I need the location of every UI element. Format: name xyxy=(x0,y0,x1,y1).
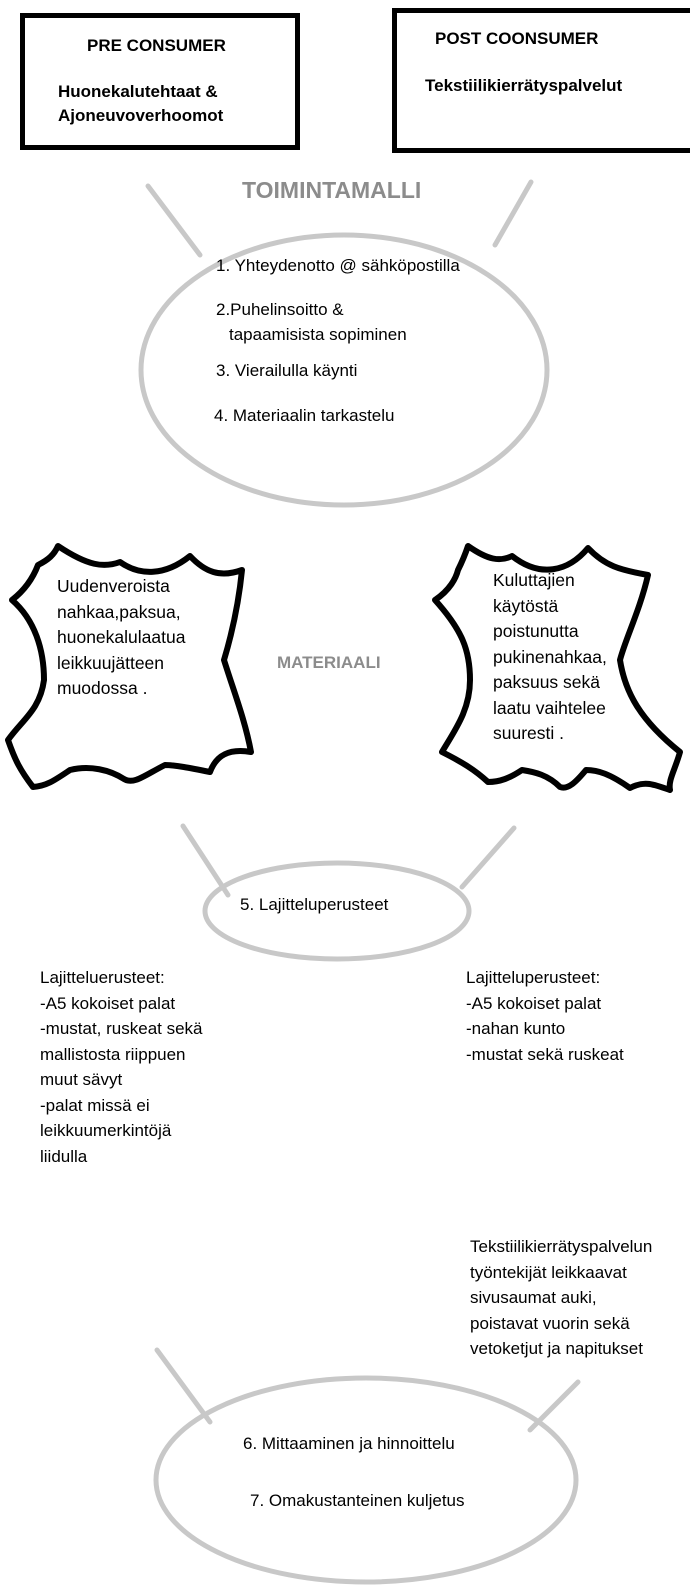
connector-pre-to-toimintamalli xyxy=(145,183,203,258)
step-4: 4. Materiaalin tarkastelu xyxy=(214,406,395,425)
leather-left-text: Uudenveroista nahkaa,paksua, huonekalula… xyxy=(57,576,186,698)
pre-consumer-line1: Huonekalutehtaat & xyxy=(58,82,218,101)
toimintamalli-ellipse xyxy=(138,232,550,508)
connector-left-to-final xyxy=(154,1347,213,1425)
connector-left-hide-to-lajittelu xyxy=(180,823,231,898)
step-5: 5. Lajitteluperusteet xyxy=(240,895,389,914)
final-ellipse xyxy=(153,1375,579,1585)
pre-consumer-line2: Ajoneuvoverhoomot xyxy=(58,106,224,125)
toimintamalli-heading: TOIMINTAMALLI xyxy=(242,177,422,203)
step-3: 3. Vierailulla käynti xyxy=(216,361,358,380)
lajittelu-ellipse xyxy=(202,860,472,962)
step-2-line2: tapaamisista sopiminen xyxy=(229,325,407,344)
connector-right-hide-to-lajittelu xyxy=(459,825,517,890)
step-7: 7. Omakustanteinen kuljetus xyxy=(250,1491,465,1510)
pre-consumer-box: PRE CONSUMER Huonekalutehtaat & Ajoneuvo… xyxy=(20,13,300,150)
pre-consumer-title: PRE CONSUMER xyxy=(87,36,226,55)
leather-right-text: Kuluttajien käytöstä poistunutta pukinen… xyxy=(493,570,607,743)
lajittelu-right-list: Lajitteluperusteet: -A5 kokoiset palat -… xyxy=(466,968,624,1064)
tekstiili-note: Tekstiilikierrätyspalvelun työntekijät l… xyxy=(470,1237,653,1358)
post-consumer-title: POST COONSUMER xyxy=(435,29,599,48)
leather-hide-right xyxy=(432,543,683,793)
step-6: 6. Mittaaminen ja hinnoittelu xyxy=(243,1434,455,1453)
lajittelu-left-list: Lajitteluerusteet: -A5 kokoiset palat -m… xyxy=(40,968,203,1166)
step-2-line1: 2.Puhelinsoitto & xyxy=(216,300,344,319)
connector-post-to-toimintamalli xyxy=(492,179,534,248)
post-consumer-box: POST COONSUMER Tekstiilikierrätyspalvelu… xyxy=(392,8,690,153)
post-consumer-line1: Tekstiilikierrätyspalvelut xyxy=(425,76,623,95)
leather-hide-left xyxy=(5,543,254,790)
materiaali-heading: MATERIAALI xyxy=(277,653,381,672)
step-1: 1. Yhteydenotto @ sähköpostilla xyxy=(216,256,460,275)
